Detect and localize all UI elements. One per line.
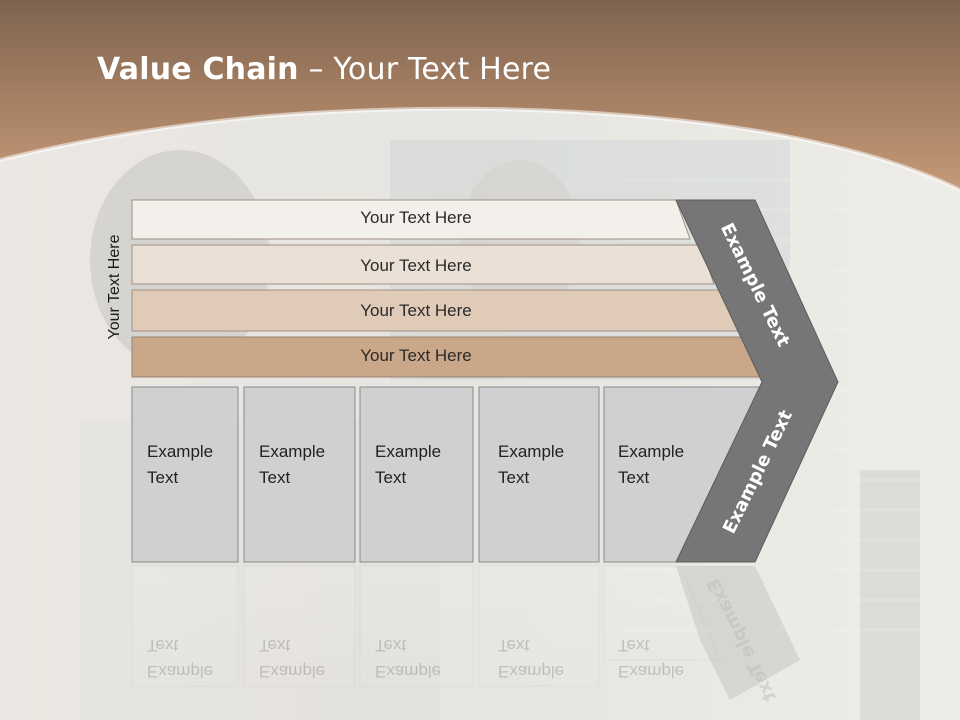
box-shape-4 <box>478 386 600 563</box>
box-3-line2: Text <box>375 468 407 487</box>
box-5-line1: Example <box>618 442 685 461</box>
row-label-2: Your Text Here <box>360 256 472 275</box>
row-label-3: Your Text Here <box>360 301 472 320</box>
row-label-4: Your Text Here <box>360 346 472 365</box>
box-1-line2: Text <box>147 468 179 487</box>
side-label: Your Text Here <box>106 234 123 340</box>
box-text-4: Example Text <box>498 439 598 491</box>
box-4-line2: Text <box>498 468 530 487</box>
box-text-1: Example Text <box>147 439 247 491</box>
box-1-line1: Example <box>147 442 214 461</box>
title-bold: Value Chain <box>97 52 299 87</box>
slide-title: Value Chain – Your Text Here <box>97 52 551 87</box>
chevron-reflection <box>676 566 800 700</box>
title-rest: – Your Text Here <box>298 52 552 87</box>
box-5-line2: Text <box>618 468 650 487</box>
box-shape-2 <box>243 386 356 563</box>
row-shape-1 <box>131 199 691 240</box>
box-4-line1: Example <box>498 442 565 461</box>
box-2-line2: Text <box>259 468 291 487</box>
box-3-line1: Example <box>375 442 442 461</box>
boxes-reflection <box>131 565 721 687</box>
box-2-line1: Example <box>259 442 326 461</box>
row-shape-2 <box>131 244 715 285</box>
title-banner <box>0 0 960 190</box>
chevron-shape <box>675 199 839 563</box>
box-shape-3 <box>359 386 474 563</box>
box-shape-1 <box>131 386 239 563</box>
row-label-1: Your Text Here <box>360 208 472 227</box>
box-text-5: Example Text <box>618 439 718 491</box>
box-text-2: Example Text <box>259 439 359 491</box>
box-text-3: Example Text <box>375 439 475 491</box>
